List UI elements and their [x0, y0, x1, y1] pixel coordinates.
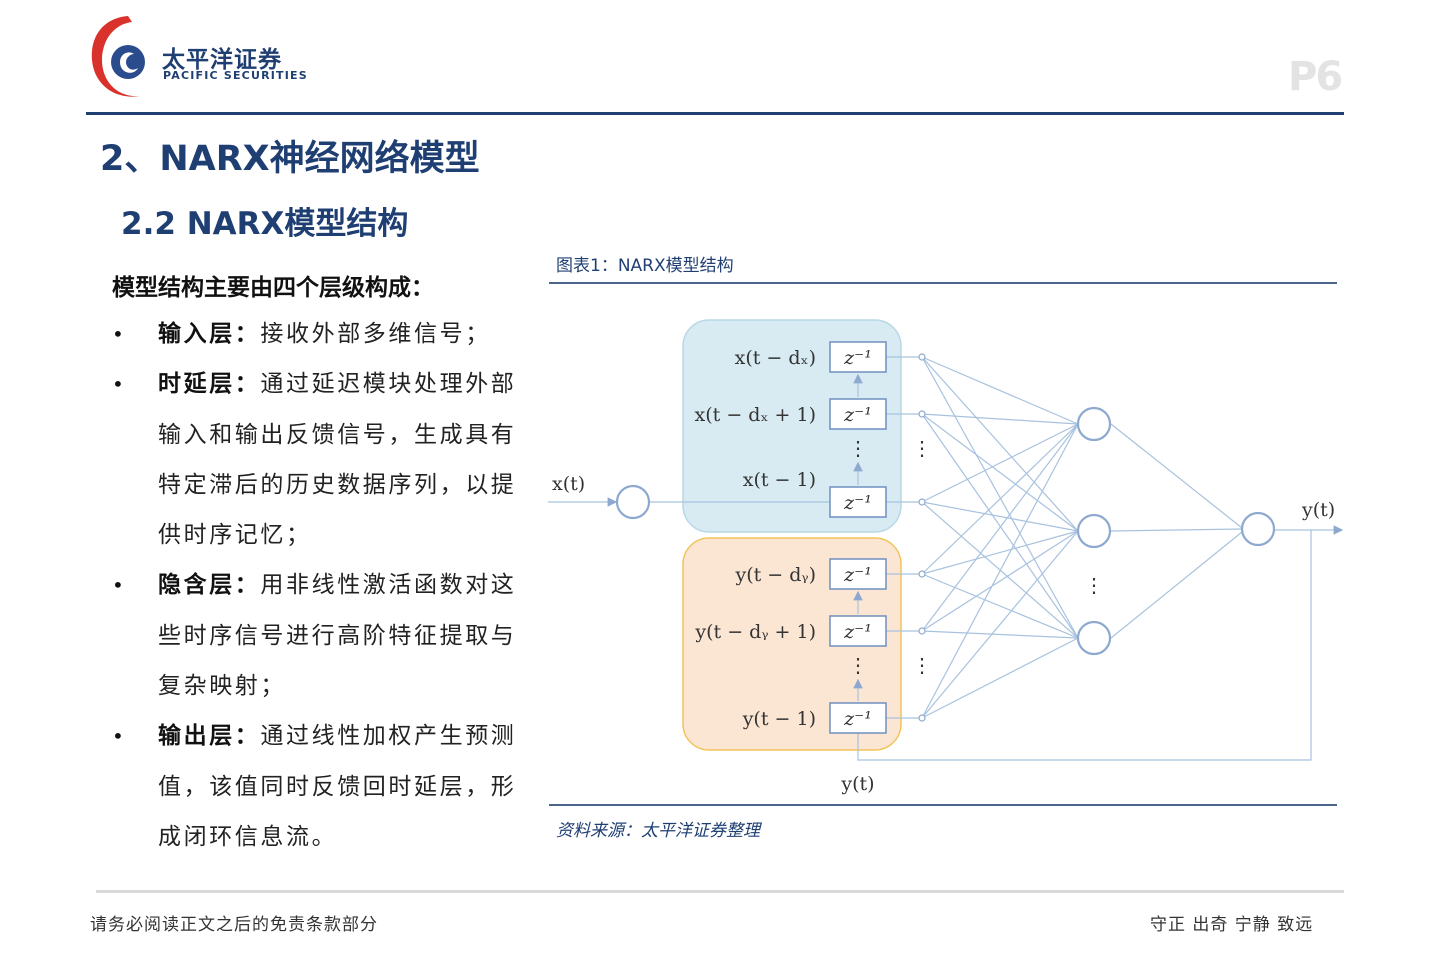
- hidden-node: [1076, 406, 1112, 442]
- delay-unit-box: [829, 486, 887, 518]
- y-delay-block: [682, 537, 902, 751]
- output-label: y(t): [1301, 499, 1335, 521]
- delay-unit-box: [829, 341, 887, 373]
- y-tap-label: y(t − 1): [742, 708, 816, 730]
- header-divider: [86, 112, 1344, 115]
- list-item-output-layer: • 输出层：通过线性加权产生预测值，该值同时反馈回时延层，形成闭环信息流。: [110, 711, 530, 862]
- figure-top-rule: [549, 282, 1337, 284]
- hidden-node: [1076, 620, 1112, 656]
- logo-name-cn: 太平洋证券: [162, 47, 282, 73]
- bullet-text: 用非线性激活函数对这些时序信号进行高阶特征提取与复杂映射；: [158, 572, 517, 700]
- y-tap-label: y(t − dᵧ): [734, 564, 816, 586]
- delay-unit-label: z⁻¹: [843, 708, 872, 730]
- delay-unit-box: [829, 558, 887, 590]
- x-tap-label: x(t − 1): [743, 469, 816, 491]
- logo-emblem-icon: [91, 16, 145, 97]
- list-item-input-layer: • 输入层：接收外部多维信号；: [110, 309, 530, 359]
- figure-caption: 图表1：NARX模型结构: [556, 256, 734, 276]
- logo-name-en: PACIFIC SECURITIES: [163, 69, 308, 82]
- bullet-text: 接收外部多维信号；: [260, 321, 491, 347]
- bullet-dot-icon: •: [112, 724, 127, 749]
- ellipsis-mark: ⋮: [848, 653, 868, 677]
- bullet-head: 输入层：: [158, 320, 261, 347]
- delay-unit-label: z⁻¹: [843, 621, 872, 643]
- x-delay-block: [682, 319, 902, 533]
- bullet-dot-icon: •: [112, 322, 127, 346]
- company-motto: 守正 出奇 宁静 致远: [1150, 915, 1314, 935]
- hidden-node: [1076, 513, 1112, 549]
- y-tap-label: y(t − dᵧ + 1): [694, 621, 816, 643]
- bullet-text: 通过延迟模块处理外部输入和输出反馈信号，生成具有特定滞后的历史数据序列，以提供时…: [158, 371, 517, 549]
- ellipsis-mark: ⋮: [912, 653, 932, 677]
- feedback-label: y(t): [840, 773, 874, 795]
- delay-unit-box: [829, 702, 887, 734]
- figure-source: 资料来源：太平洋证券整理: [556, 821, 760, 841]
- bullet-head: 时延层：: [158, 370, 261, 398]
- ellipsis-mark: ⋮: [848, 436, 868, 460]
- delay-unit-label: z⁻¹: [843, 404, 872, 426]
- layer-list: • 输入层：接收外部多维信号； • 时延层：通过延迟模块处理外部输入和输出反馈信号，…: [110, 309, 530, 862]
- input-label: x(t): [552, 473, 585, 495]
- delay-unit-box: [829, 615, 887, 647]
- x-tap-label: x(t − dₓ): [735, 347, 816, 369]
- bullet-head: 隐含层：: [158, 571, 261, 599]
- section-title: 2、NARX神经网络模型: [100, 139, 480, 179]
- list-item-delay-layer: • 时延层：通过延迟模块处理外部输入和输出反馈信号，生成具有特定滞后的历史数据序列…: [110, 359, 530, 560]
- bullet-head: 输出层：: [158, 722, 261, 750]
- narx-structure-diagram: z⁻¹ z⁻¹ z⁻¹ z⁻¹ z⁻¹ z⁻¹ x(t − dₓ) x(t − …: [548, 319, 1344, 795]
- x-tap-label: x(t − dₓ + 1): [695, 404, 816, 426]
- tap-points: [918, 353, 926, 722]
- page-number: P6: [1288, 54, 1343, 100]
- disclaimer-note: 请务必阅读正文之后的免责条款部分: [90, 915, 378, 935]
- company-logo: 太平洋证券 PACIFIC SECURITIES: [88, 14, 307, 104]
- ellipsis-mark: ⋮: [912, 436, 932, 460]
- ellipsis-mark: ⋮: [1084, 573, 1104, 597]
- delay-unit-label: z⁻¹: [843, 347, 872, 369]
- delay-unit-label: z⁻¹: [843, 564, 872, 586]
- footer-divider: [96, 890, 1344, 893]
- delay-unit-box: [829, 398, 887, 430]
- list-item-hidden-layer: • 隐含层：用非线性激活函数对这些时序信号进行高阶特征提取与复杂映射；: [110, 560, 530, 711]
- bullet-dot-icon: •: [112, 573, 127, 598]
- delay-unit-label: z⁻¹: [843, 492, 872, 514]
- connection-lines: [548, 356, 1344, 761]
- bullet-dot-icon: •: [112, 372, 127, 397]
- output-node: [1240, 511, 1276, 547]
- figure-bottom-rule: [549, 804, 1337, 806]
- input-node: [615, 484, 651, 520]
- sub-title: 2.2 NARX模型结构: [121, 206, 409, 242]
- bullet-text: 通过线性加权产生预测值，该值同时反馈回时延层，形成闭环信息流。: [158, 723, 517, 850]
- intro-text: 模型结构主要由四个层级构成：: [112, 274, 434, 301]
